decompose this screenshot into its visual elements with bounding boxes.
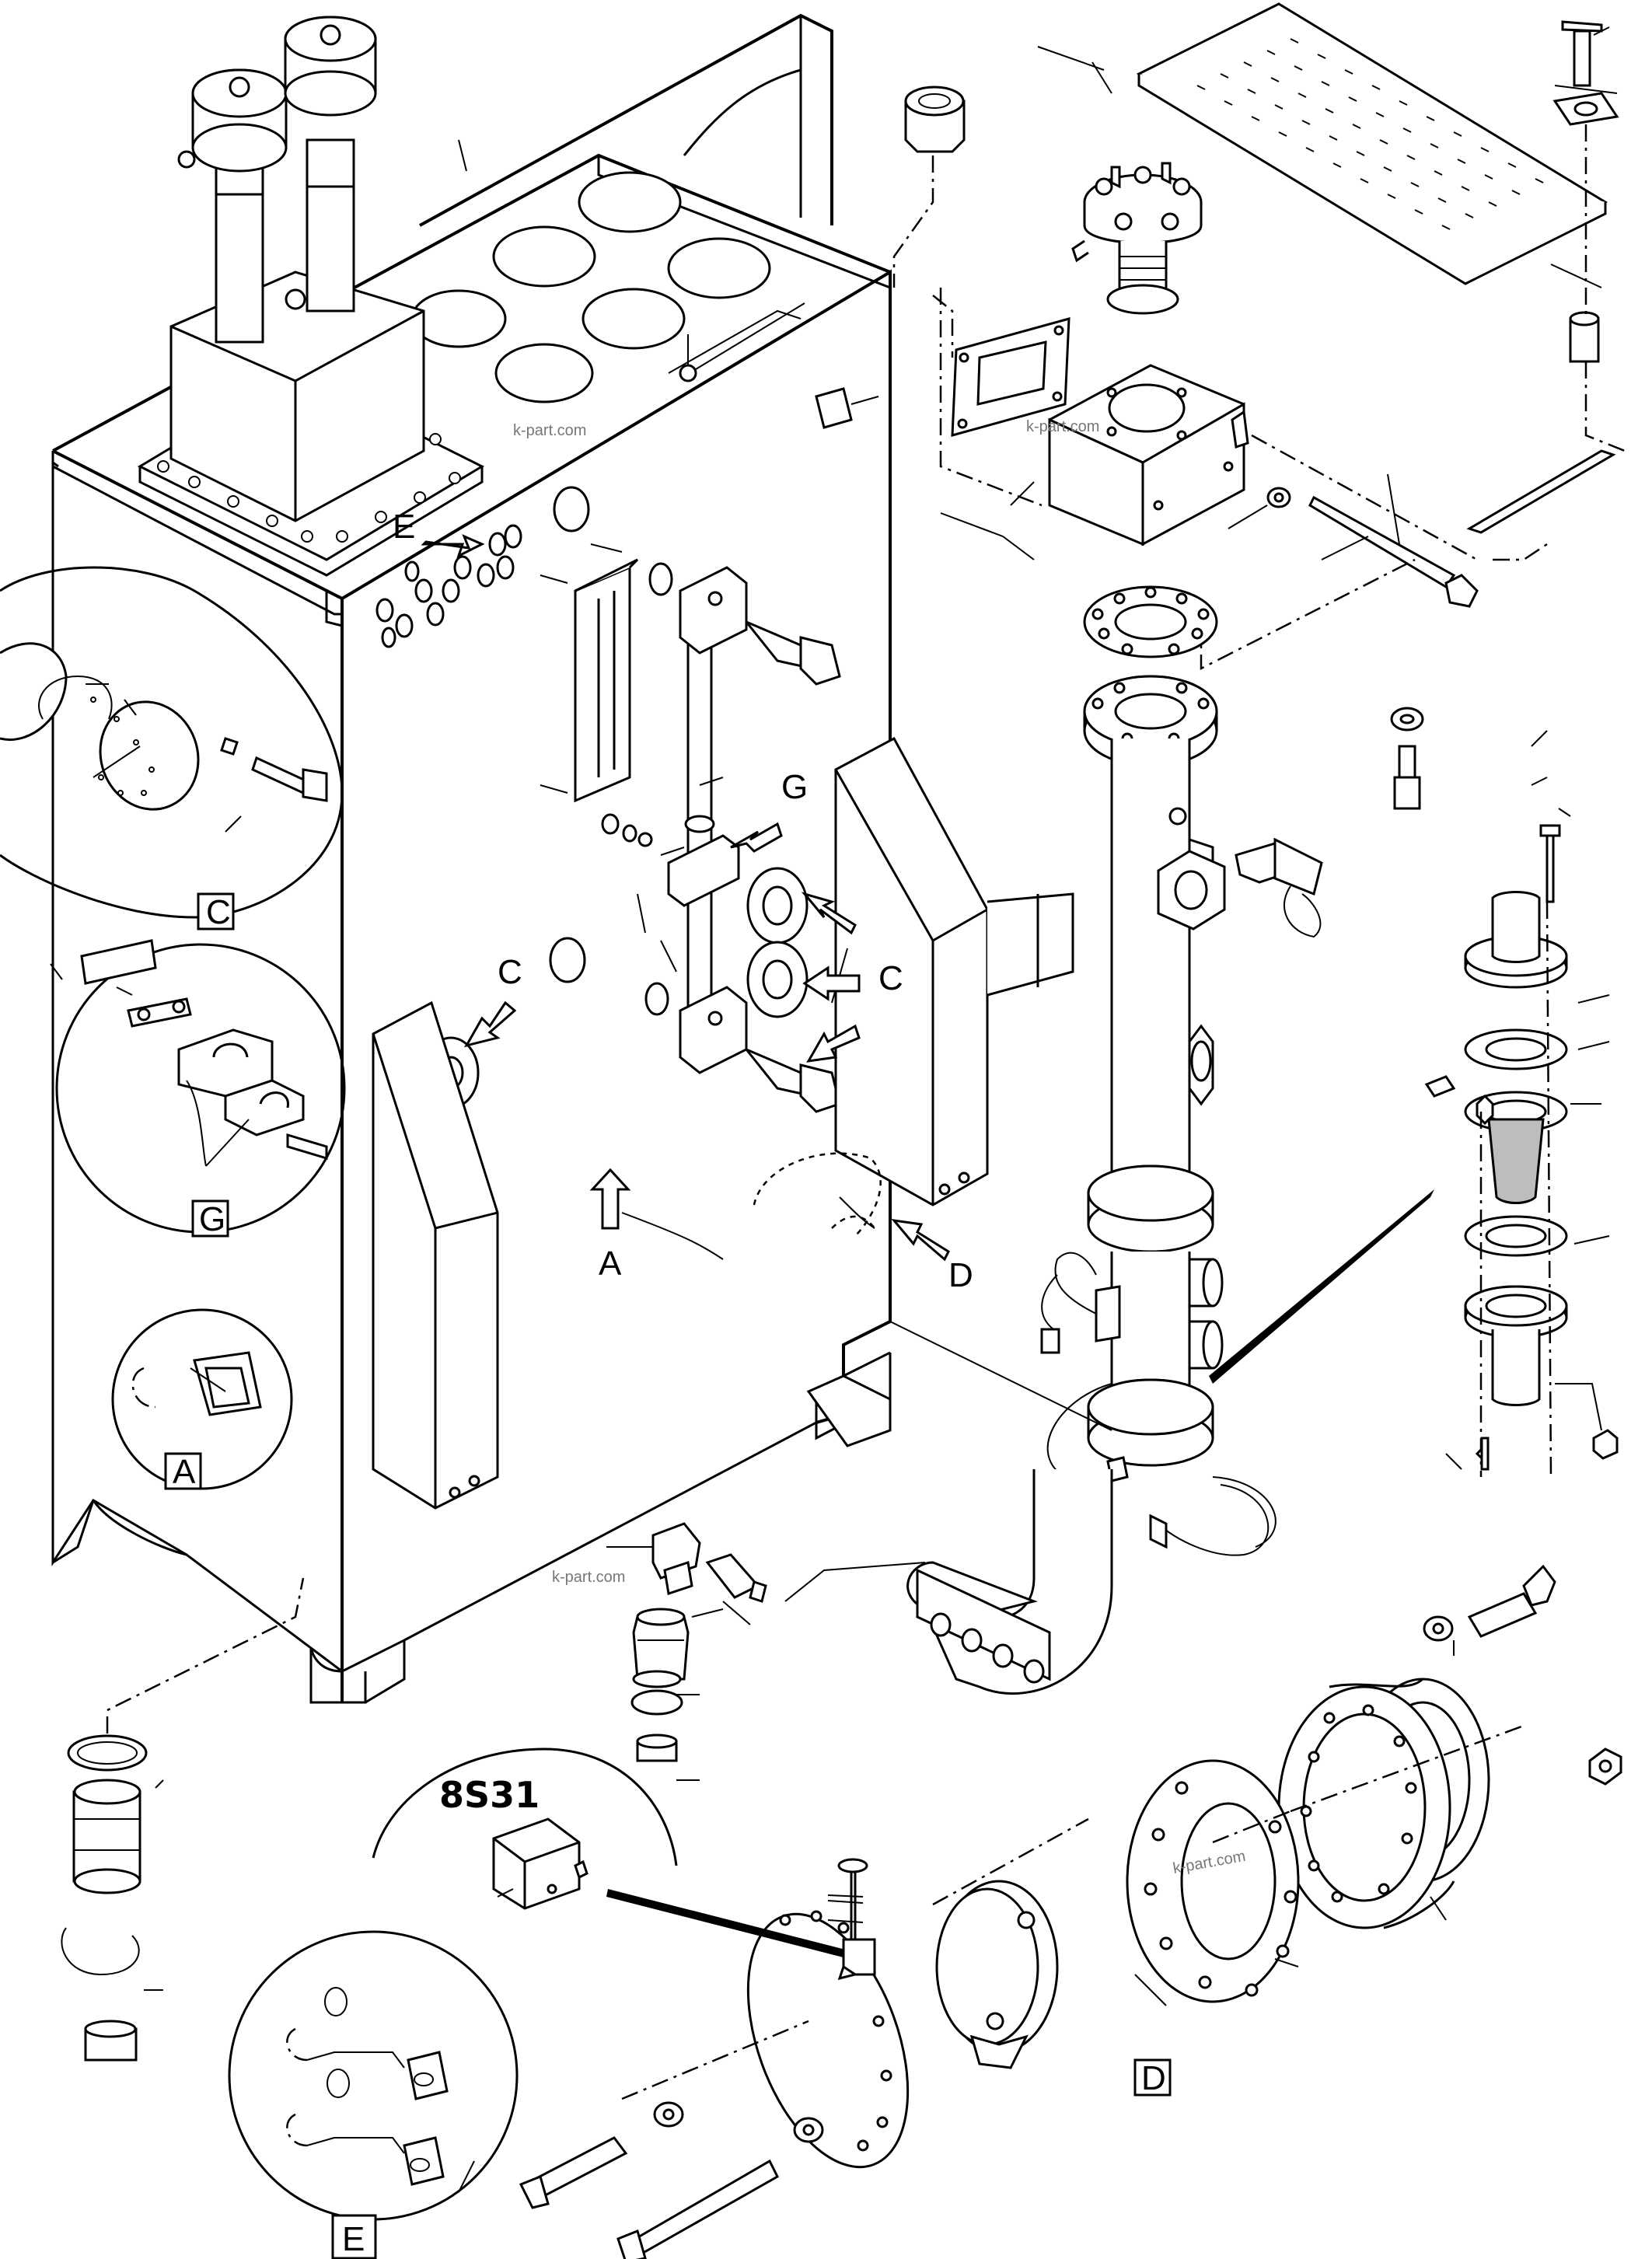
filter-housing: [137, 16, 485, 577]
detail-8s31: [372, 1747, 678, 1910]
expansion-joint: [1126, 1564, 1622, 2003]
label-d-arrow: D: [948, 1256, 973, 1294]
view-arrows: [421, 534, 950, 1262]
inspection-covers: [422, 867, 809, 1109]
label-e-arrow: E: [393, 508, 415, 546]
detail-e: [228, 1930, 519, 2221]
elbow-pipe: [906, 1469, 1277, 1695]
label-c-arrow-right: C: [878, 959, 903, 997]
detail-g: [55, 939, 346, 1234]
watermark-3: k-part.com: [552, 1569, 625, 1586]
vertical-pipe: [606, 585, 1434, 1963]
label-e-box: E: [342, 2220, 365, 2258]
valve-block: [932, 288, 1249, 546]
label-g-arrow: G: [781, 768, 808, 806]
label-8s31: 8S31: [439, 1774, 540, 1816]
suction-strainer: [1424, 824, 1619, 1478]
detail-c: [0, 566, 344, 919]
breather-valve: [1071, 162, 1203, 315]
level-gauge: [540, 486, 841, 1113]
label-a-arrow: A: [599, 1245, 622, 1283]
grid-plate: [1136, 2, 1608, 285]
drain-plug-top: [668, 86, 966, 429]
lower-left-fittings: [61, 1577, 305, 2062]
butterfly-valve: [519, 1817, 1089, 2259]
screw-and-spacer: [1466, 20, 1626, 561]
label-a-box: A: [173, 1453, 196, 1491]
label-frames: [164, 892, 1172, 2259]
label-c-arrow-left: C: [498, 953, 522, 991]
detail-a: [111, 1308, 293, 1490]
label-g-box: G: [199, 1200, 225, 1238]
bolt-washer: [1390, 707, 1424, 810]
text-labels: E G C C A D C G A D E 8S31: [173, 508, 1166, 2258]
label-c-box: C: [206, 893, 231, 931]
label-d-box: D: [1141, 2059, 1166, 2097]
watermark-1: k-part.com: [513, 422, 586, 439]
tank-top-openings: [410, 171, 771, 403]
hose-fittings: [630, 1522, 767, 1762]
side-ports: [375, 524, 522, 648]
side-duct: [372, 736, 1074, 1510]
watermark-2: k-part.com: [1026, 418, 1099, 435]
